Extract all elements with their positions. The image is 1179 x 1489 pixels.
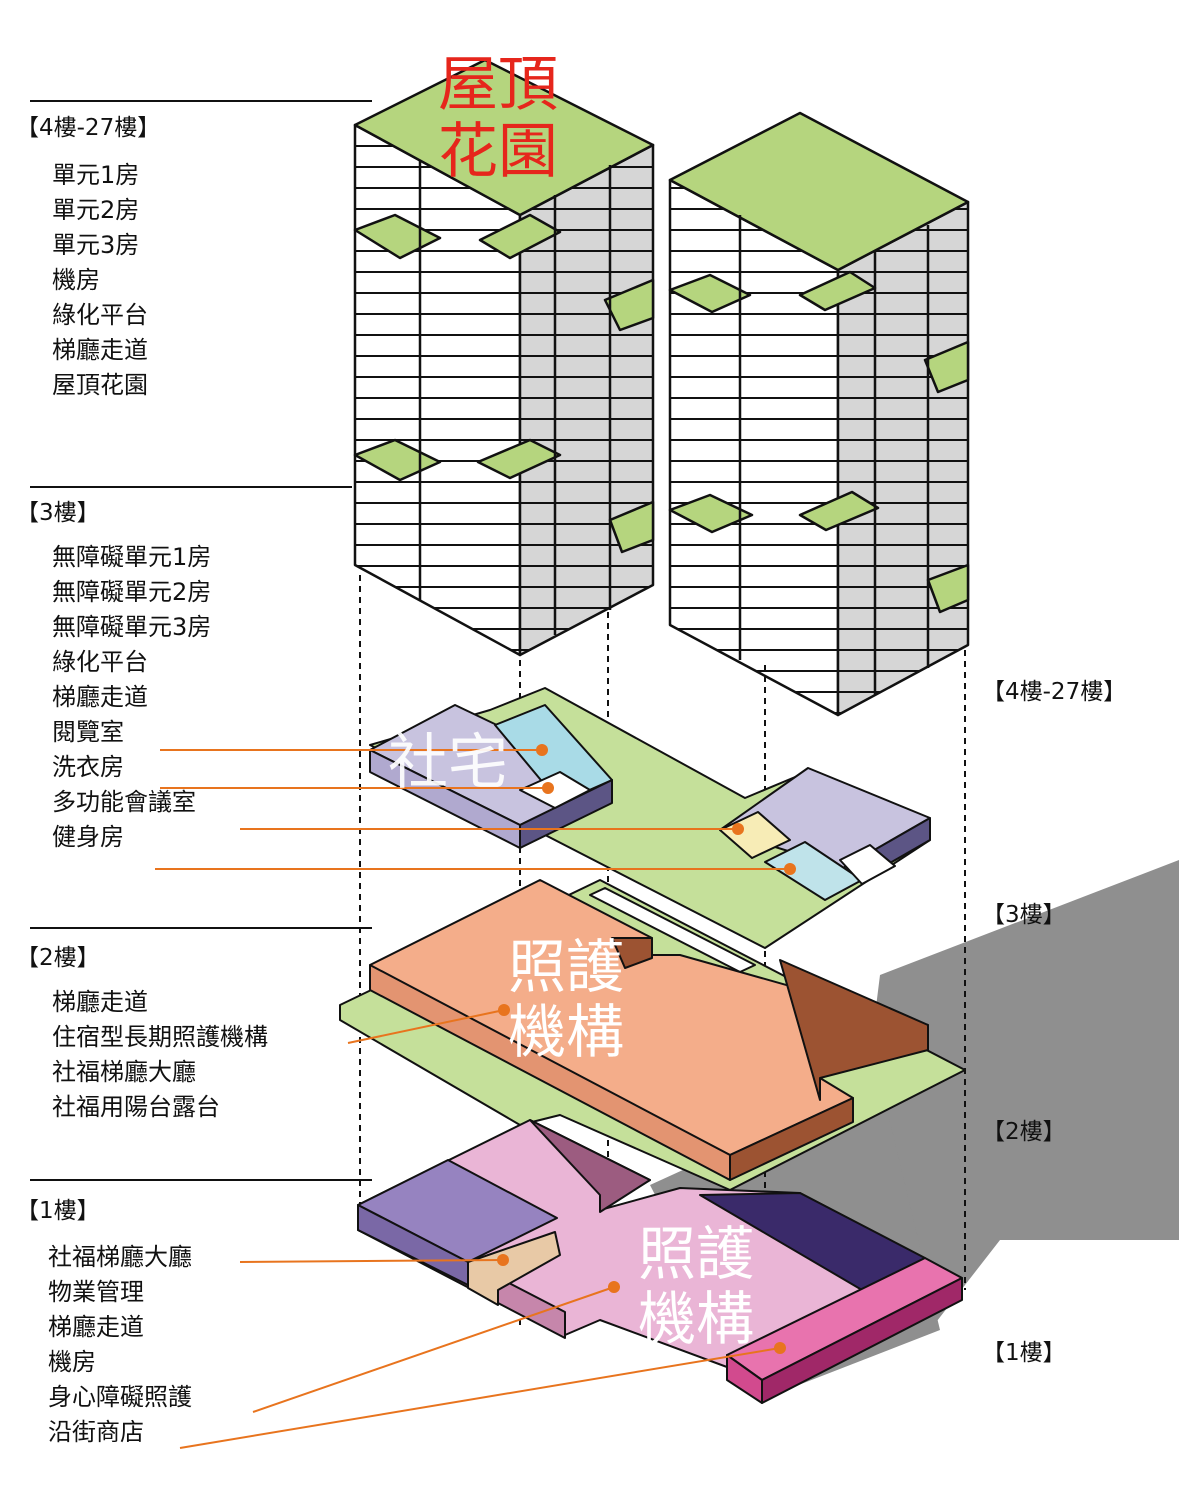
tower-1 (353, 58, 655, 657)
care-f2-line2: 機構 (508, 997, 625, 1066)
tower-1-terrace-f (608, 500, 655, 554)
list-item: 社福梯廳大廳 (52, 1058, 196, 1086)
tower-2-terrace-d (668, 493, 754, 534)
list-item: 梯廳走道 (48, 1313, 144, 1341)
list-item: 梯廳走道 (52, 683, 148, 711)
tower-2 (668, 111, 970, 717)
section-list-floor-2: 梯廳走道 住宿型長期照護機構 社福梯廳大廳 社福用陽台露台 (52, 985, 268, 1125)
section-header-floor-3: 【3樓】 (16, 500, 100, 526)
list-item: 物業管理 (48, 1278, 144, 1306)
leader-dots (497, 744, 796, 1354)
section-list-floor-1: 社福梯廳大廳 物業管理 梯廳走道 機房 身心障礙照護 沿街商店 (48, 1240, 192, 1450)
list-item: 社福梯廳大廳 (48, 1243, 192, 1271)
care-f1-line1: 照護 (638, 1220, 755, 1288)
list-item: 梯廳走道 (52, 988, 148, 1016)
list-item: 綠化平台 (52, 301, 148, 329)
list-item: 無障礙單元3房 (52, 613, 212, 641)
roof-garden-text: 屋頂 花園 (438, 50, 558, 188)
floor-1-plate (357, 1119, 963, 1404)
tower-1-terrace-c (603, 278, 655, 332)
floor-3-whitebox (519, 771, 591, 809)
list-item: 健身房 (52, 823, 124, 851)
floor-2-care-rightside (779, 959, 929, 1101)
section-header-floor-4-27: 【4樓-27樓】 (16, 115, 161, 141)
roof-garden-line2: 花園 (438, 117, 558, 188)
list-item: 身心障礙照護 (48, 1383, 192, 1411)
floor-2-care-side (729, 1097, 854, 1181)
care-f1-text: 照護 機構 (638, 1222, 754, 1352)
care-f1-line2: 機構 (638, 1284, 755, 1353)
list-item: 閱覽室 (52, 718, 124, 746)
floor-2-care-notch (611, 937, 653, 969)
tower-2-terrace-e (798, 490, 880, 532)
right-label-floor-4-27: 【4樓-27樓】 (982, 679, 1127, 705)
tower-2-roof (668, 111, 970, 272)
tower-1-terrace-b (478, 213, 562, 260)
section-dividers (30, 100, 372, 1181)
right-label-floor-2: 【2樓】 (982, 1119, 1066, 1145)
list-item: 洗衣房 (52, 753, 124, 781)
list-item: 單元2房 (52, 196, 140, 224)
floor-2-gap-slot (589, 887, 756, 973)
tower-1-left-face (353, 123, 522, 657)
list-item: 單元3房 (52, 231, 140, 259)
section-header-floor-2: 【2樓】 (16, 945, 100, 971)
tower-1-terrace-e (476, 438, 562, 480)
floor-3-bluebox (494, 704, 613, 804)
list-item: 住宿型長期照護機構 (52, 1023, 268, 1051)
list-item: 屋頂花園 (52, 371, 148, 399)
tower-2-terrace-c (923, 340, 970, 394)
leader-lines (155, 749, 790, 1449)
list-item: 機房 (52, 266, 100, 294)
care-f2-line1: 照護 (508, 933, 625, 1001)
floor-1-magenta-front (726, 1354, 763, 1404)
list-item: 沿街商店 (48, 1418, 144, 1446)
care-f2-text: 照護 機構 (508, 935, 624, 1065)
tower-2-left-face (668, 178, 840, 717)
section-header-floor-1: 【1樓】 (16, 1198, 100, 1224)
list-item: 多功能會議室 (52, 788, 196, 816)
section-list-floor-4-27: 單元1房 單元2房 單元3房 機房 綠化平台 梯廳走道 屋頂花園 (52, 158, 148, 403)
list-item: 無障礙單元2房 (52, 578, 212, 606)
floor-3-whitebox-right (839, 844, 896, 885)
section-list-floor-3: 無障礙單元1房 無障礙單元2房 無障礙單元3房 綠化平台 梯廳走道 閱覽室 洗衣… (52, 540, 211, 855)
right-label-floor-3: 【3樓】 (982, 902, 1066, 928)
roof-garden-line1: 屋頂 (438, 50, 558, 120)
list-item: 無障礙單元1房 (52, 543, 212, 571)
right-label-floor-1: 【1樓】 (982, 1340, 1066, 1366)
floor-1-pink-notch (529, 1119, 651, 1213)
tower-2-terrace-f (926, 563, 970, 614)
list-item: 機房 (48, 1348, 96, 1376)
list-item: 單元1房 (52, 161, 140, 189)
tower-1-roof (353, 58, 655, 217)
list-item: 梯廳走道 (52, 336, 148, 364)
floor-1-tan-block (467, 1231, 561, 1306)
social-housing-text: 社宅 (388, 728, 508, 798)
list-item: 綠化平台 (52, 648, 148, 676)
list-item: 社福用陽台露台 (52, 1093, 220, 1121)
tower-2-terrace-a (668, 273, 752, 314)
